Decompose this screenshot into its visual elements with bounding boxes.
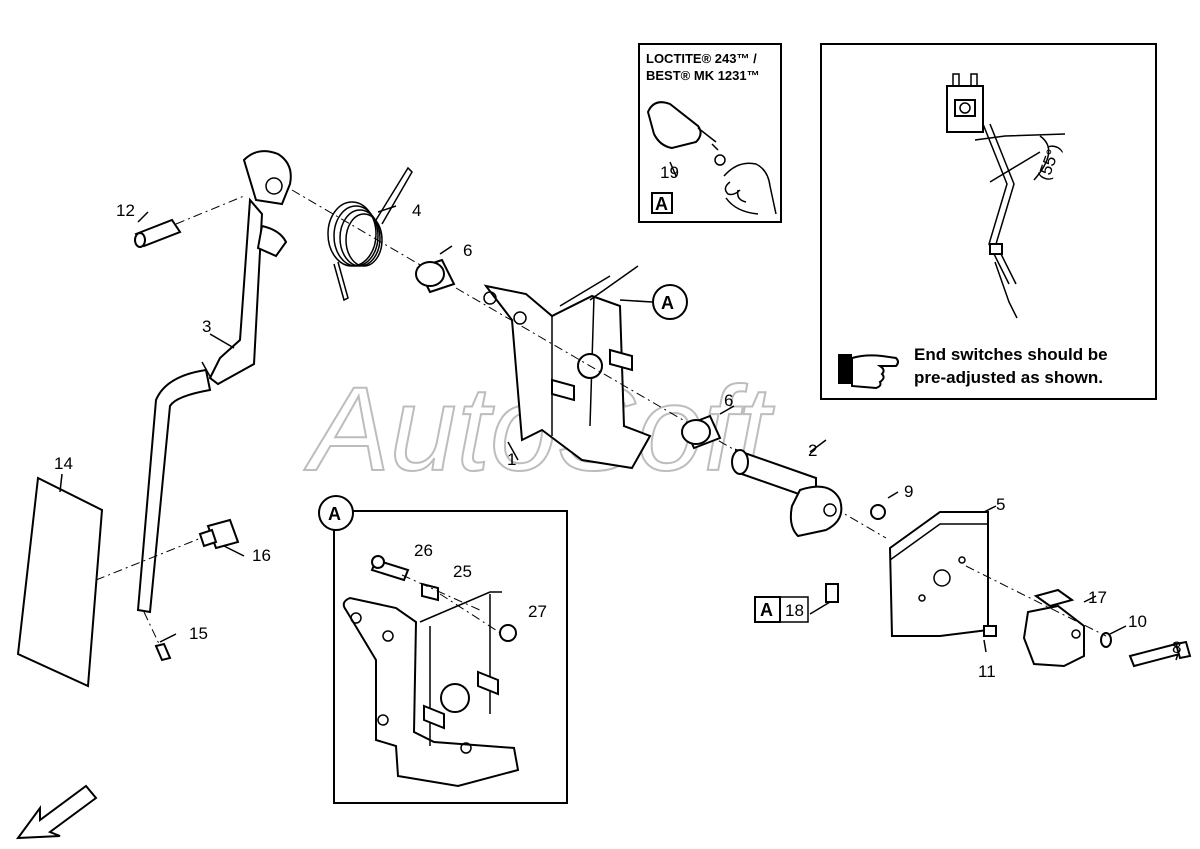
callout-4: 4 [412,201,421,220]
loctite-bottle-icon [646,101,726,166]
callout-15: 15 [189,624,208,643]
loctite-detail-ref: A [655,194,668,214]
screw-11 [983,625,997,637]
pedal-pad-14 [16,476,104,688]
loctite-line2: BEST® MK 1231™ [646,68,760,83]
shaft-2 [731,448,843,538]
bolt-16 [198,518,240,550]
callout-14: 14 [54,454,73,473]
hand-icon [723,162,777,215]
end-switch-panel: (55°) End switches should be pre-adjuste… [820,43,1157,400]
callout-16: 16 [252,546,271,565]
set-screw-18 [825,583,839,603]
bushing-6-lower [681,414,722,450]
loctite-line1: LOCTITE® 243™ / [646,51,757,66]
inset-bracket [342,591,520,788]
housing-5 [888,511,989,637]
callout-25: 25 [453,562,472,581]
end-switch-note-line2: pre-adjusted as shown. [914,368,1103,387]
callout-6-lower: 6 [724,391,733,410]
callout-8: 8 [1172,638,1181,657]
pedal-arm-3 [136,150,292,614]
switch-bracket-icon: (55°) [946,73,1066,319]
callout-2: 2 [808,441,817,460]
direction-arrow-icon [15,784,98,840]
spring-4 [327,166,413,302]
callout-17: 17 [1088,588,1107,607]
pointing-hand-icon [838,354,899,390]
bushing-6-top [415,258,456,294]
switch-17 [1022,588,1085,668]
inset-detail-ref: A [328,504,341,524]
callout-19: 19 [660,163,679,182]
callout-11: 11 [978,662,996,681]
callout-9: 9 [904,482,913,501]
bolt-8 [1128,640,1192,668]
washer-10 [1100,632,1112,648]
nut-9 [870,504,886,520]
callout-6-top: 6 [463,241,472,260]
callout-3: 3 [202,317,211,336]
inset-bolt-26 [370,555,410,582]
pin-12 [134,218,182,248]
callout-10: 10 [1128,612,1147,631]
angle-label: (55°) [1034,142,1065,183]
end-switch-note-line1: End switches should be [914,345,1108,364]
callout-1: 1 [507,450,516,469]
callout-27: 27 [528,602,547,621]
loctite-panel: LOCTITE® 243™ / BEST® MK 1231™ 19 A [638,43,782,223]
detail-a-inset: A 26 25 27 [318,495,568,804]
inset-bushing-25 [421,582,439,602]
callout-18: 18 [785,601,804,620]
callout-12: 12 [116,201,135,220]
inset-nut-27 [499,624,517,642]
callout-5: 5 [996,495,1005,514]
bracket-1 [483,265,652,470]
main-detail-ref: A [661,293,674,313]
pin-15 [154,642,172,662]
callout-26: 26 [414,541,433,560]
part18-detail-ref: A [760,600,773,620]
